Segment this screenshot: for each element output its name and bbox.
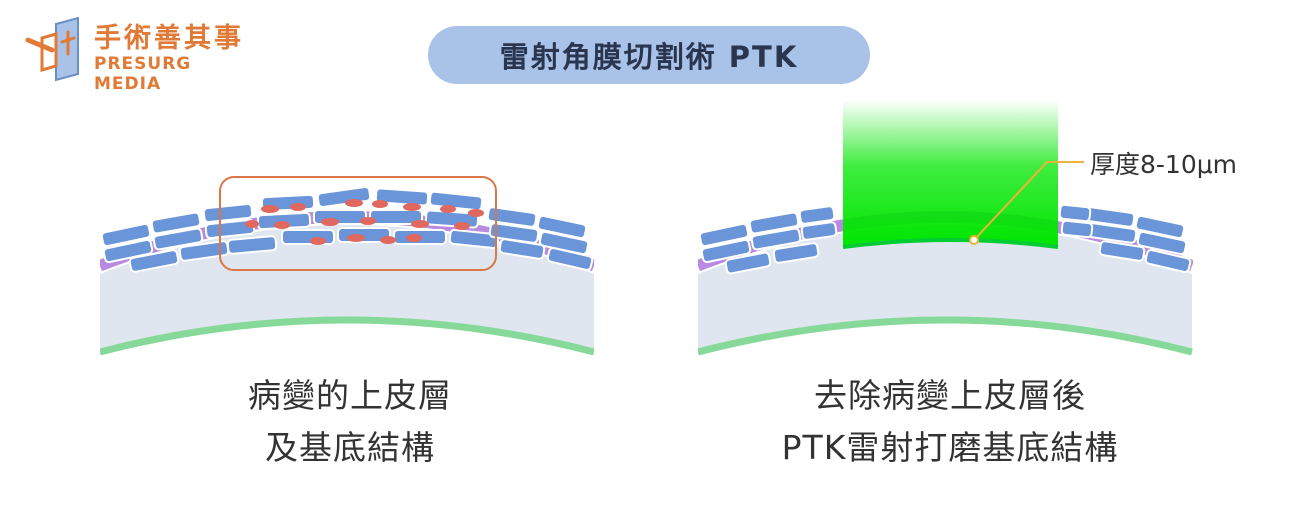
epithelium-cells-left <box>698 205 838 275</box>
left-caption: 病變的上皮層 及基底結構 <box>150 370 550 474</box>
page-title: 雷射角膜切割術 PTK <box>428 26 870 84</box>
endothelium-layer <box>100 316 594 356</box>
brand-subtitle: PRESURG MEDIA <box>94 54 192 94</box>
brand-name: 手術善其事 <box>94 23 244 54</box>
endothelium-layer <box>698 316 1193 356</box>
laser-beam <box>843 100 1058 246</box>
lesion-cells <box>245 199 484 245</box>
stroma-layer <box>698 224 1192 354</box>
thickness-label: 厚度8-10μm <box>1090 150 1237 179</box>
epithelium-cells-right <box>1058 203 1192 273</box>
right-cornea <box>698 203 1193 356</box>
left-caption-line1: 病變的上皮層 <box>248 376 452 415</box>
lesion-highlight-box <box>219 176 497 271</box>
right-caption-line2: PTK雷射打磨基底結構 <box>781 428 1119 467</box>
brand-logo: 手術善其事 PRESURG MEDIA <box>22 14 262 94</box>
right-caption-line1: 去除病變上皮層後 <box>814 376 1086 415</box>
left-cornea <box>100 185 594 356</box>
logo-mark-icon <box>25 16 79 82</box>
ablated-surface <box>842 238 1059 249</box>
stroma-layer <box>100 224 594 354</box>
epithelium-cells <box>100 185 594 273</box>
thickness-marker <box>969 235 979 245</box>
thickness-leader-line <box>973 161 1084 241</box>
right-caption: 去除病變上皮層後 PTK雷射打磨基底結構 <box>680 370 1220 474</box>
left-caption-line2: 及基底結構 <box>265 428 435 467</box>
